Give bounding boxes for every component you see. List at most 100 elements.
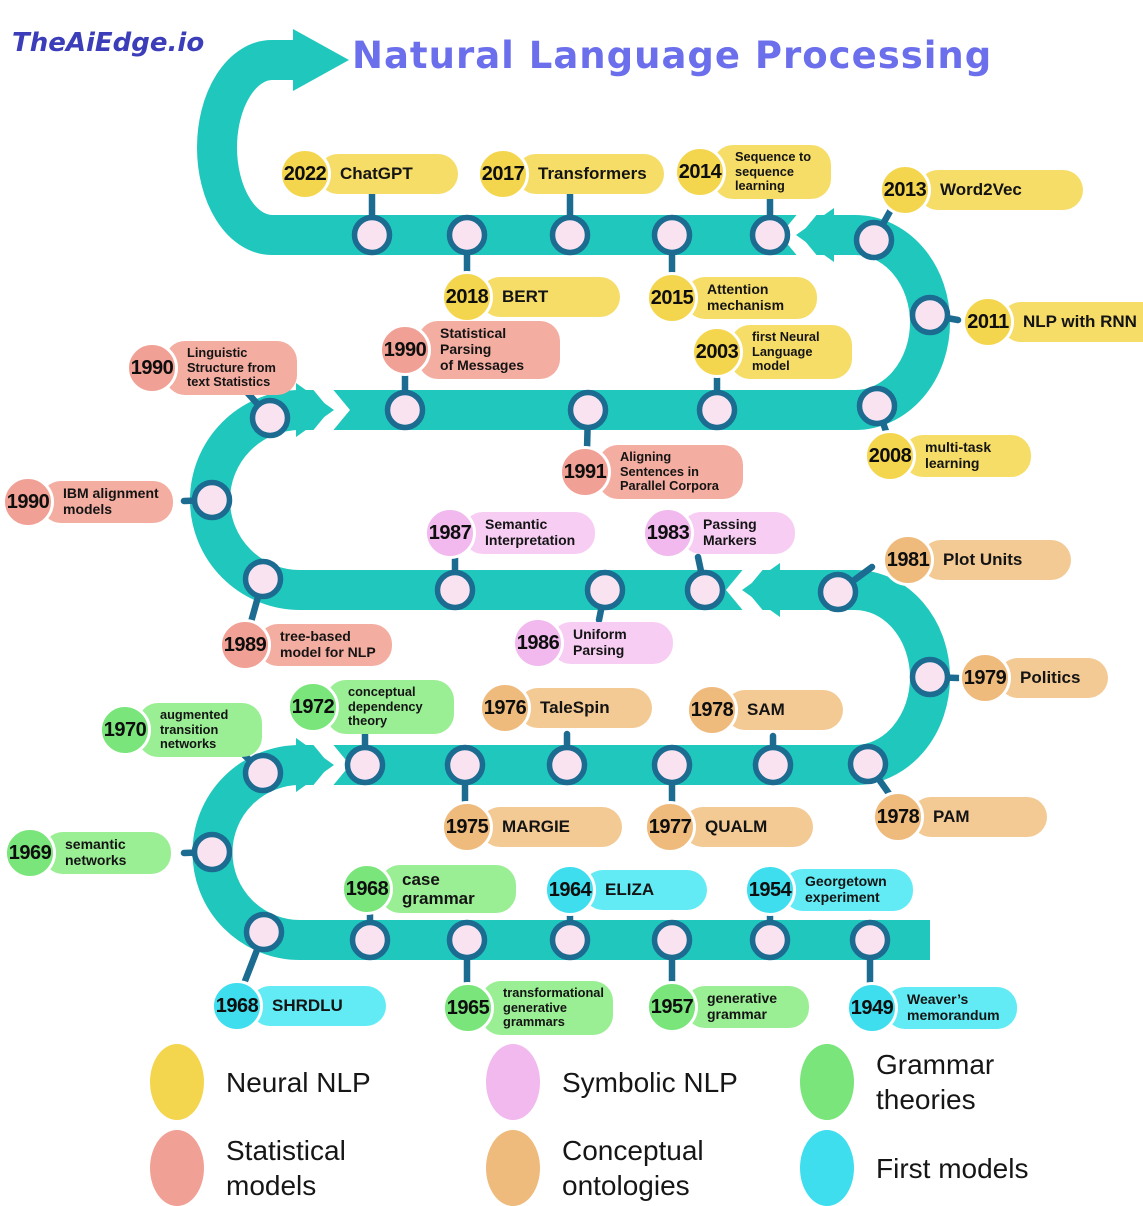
timeline-node-y1989 xyxy=(242,558,284,600)
timeline-node-y2015 xyxy=(651,214,693,256)
timeline-node-y1976 xyxy=(546,744,588,786)
timeline-node-y1964 xyxy=(549,919,591,961)
timeline-node-y2008 xyxy=(856,385,898,427)
badge-label: conceptual dependency theory xyxy=(326,680,454,734)
badge-year: 1979 xyxy=(959,652,1011,704)
badge-year: 1972 xyxy=(287,681,339,733)
badge-year: 1968 xyxy=(341,863,393,915)
badge-label: Georgetown experiment xyxy=(783,869,913,911)
timeline-node-y1986 xyxy=(584,569,626,611)
badge-year: 1978 xyxy=(872,791,924,843)
timeline-node-y2014 xyxy=(749,214,791,256)
legend-label: Neural NLP xyxy=(226,1066,371,1098)
badge-label: generative grammar xyxy=(685,986,809,1028)
badge-label: Aligning Sentences in Parallel Corpora xyxy=(598,445,743,499)
badge-year: 2013 xyxy=(879,164,931,216)
badge-label: MARGIE xyxy=(480,807,622,847)
timeline-node-y1972 xyxy=(344,744,386,786)
badge-label: Transformers xyxy=(516,154,664,194)
timeline-node-y1975 xyxy=(444,744,486,786)
timeline-node-y1991 xyxy=(567,389,609,431)
badge-year: 2018 xyxy=(441,271,493,323)
badge-label: Linguistic Structure from text Statistic… xyxy=(165,341,297,395)
badge-label: Semantic Interpretation xyxy=(463,512,595,554)
title-arrow-icon xyxy=(293,29,349,91)
badge-label: ELIZA xyxy=(583,870,707,910)
timeline-node-y1968-shrdlu xyxy=(243,911,285,953)
timeline-node-y1990-ibm xyxy=(191,479,233,521)
badge-year: 1990 xyxy=(2,476,54,528)
timeline-node-y1970 xyxy=(242,752,284,794)
badge-label: Uniform Parsing xyxy=(551,622,673,664)
legend-item-symbolic: Symbolic NLP xyxy=(486,1044,738,1120)
legend-swatch-symbolic-icon xyxy=(486,1044,540,1120)
badge-year: 2003 xyxy=(691,326,743,378)
badge-label: Politics xyxy=(998,658,1108,698)
badge-year: 2014 xyxy=(674,146,726,198)
legend-label: Grammar theories xyxy=(876,1049,995,1115)
badge-year: 1983 xyxy=(642,507,694,559)
site-logo: TheAiEdge.io xyxy=(12,28,205,58)
badge-label: Sequence to sequence learning xyxy=(713,145,831,199)
legend-swatch-grammar-icon xyxy=(800,1044,854,1120)
timeline-node-y1981 xyxy=(817,571,859,613)
badge-year: 1949 xyxy=(846,982,898,1034)
legend-label: Statistical models xyxy=(226,1135,346,1201)
badge-label: Attention mechanism xyxy=(685,277,817,319)
legend-item-statistical: Statistical models xyxy=(150,1130,346,1206)
timeline-node-y1990-stat xyxy=(384,389,426,431)
timeline-node-y1957 xyxy=(651,919,693,961)
timeline-node-y1965 xyxy=(446,919,488,961)
badge-label: first Neural Language model xyxy=(730,325,852,379)
flow-direction-arrow-icon xyxy=(742,563,780,617)
legend-swatch-statistical-icon xyxy=(150,1130,204,1206)
timeline-node-y1990-ling xyxy=(249,397,291,439)
badge-year: 1977 xyxy=(644,801,696,853)
flow-gap xyxy=(306,381,350,439)
flow-gap xyxy=(306,736,350,794)
badge-label: PAM xyxy=(911,797,1047,837)
badge-label: ChatGPT xyxy=(318,154,458,194)
badge-year: 1989 xyxy=(219,619,271,671)
badge-year: 1975 xyxy=(441,801,493,853)
badge-year: 1964 xyxy=(544,864,596,916)
legend-swatch-conceptual-icon xyxy=(486,1130,540,1206)
badge-year: 1957 xyxy=(646,981,698,1033)
legend-label: First models xyxy=(876,1152,1029,1184)
badge-label: case grammar xyxy=(380,864,516,914)
timeline-node-y1968-case xyxy=(349,919,391,961)
badge-year: 1965 xyxy=(442,982,494,1034)
timeline-node-y1987 xyxy=(434,569,476,611)
page-title: Natural Language Processing xyxy=(352,34,993,77)
badge-label: SHRDLU xyxy=(250,986,386,1026)
badge-label: IBM alignment models xyxy=(41,481,173,523)
badge-year: 1990 xyxy=(126,342,178,394)
timeline-node-y1949 xyxy=(849,919,891,961)
legend-item-neural: Neural NLP xyxy=(150,1044,371,1120)
badge-label: semantic networks xyxy=(43,832,171,874)
legend-label: Conceptual ontologies xyxy=(562,1135,704,1201)
